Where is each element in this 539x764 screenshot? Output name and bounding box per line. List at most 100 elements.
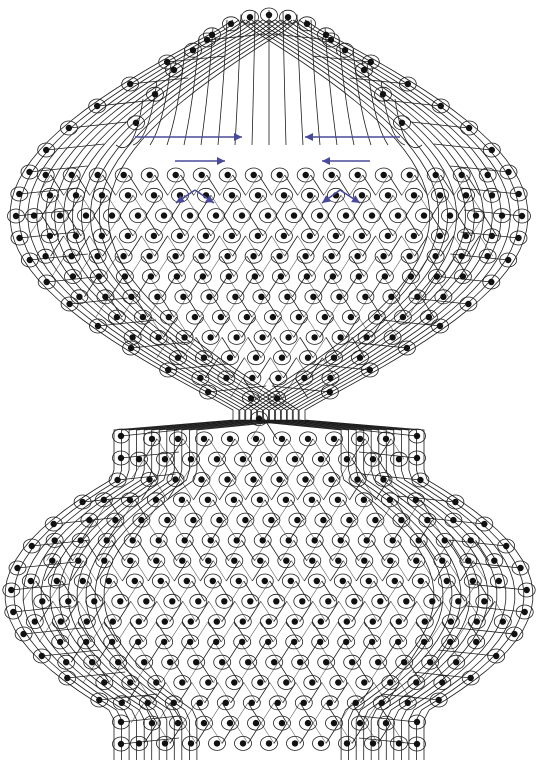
pin-dot [130,537,136,543]
pin-dot [73,233,79,239]
pin-dot [197,375,203,381]
pin-dot [398,517,404,523]
pin-dot [201,720,207,726]
thread-line [289,520,302,540]
thread-line [312,622,325,642]
pin-dot [83,212,89,218]
thread-line [200,500,213,520]
thread-line [53,601,66,621]
pin-dot [395,639,401,645]
pin-dot [305,720,311,726]
pin-dot [279,355,285,361]
pin-dot [223,375,229,381]
thread-line [146,520,159,540]
pin-dot [102,294,108,300]
thread-line [222,723,235,743]
pin-dot [463,192,469,198]
thread-line [194,175,207,195]
thread-line [64,175,77,195]
pin-dot [16,235,22,241]
thread-line [419,216,432,236]
thread-line [343,561,356,581]
thread-line [330,662,343,682]
pin-dot [115,659,121,665]
thread-line [185,195,198,215]
thread-line [153,581,166,601]
pin-dot [256,415,262,421]
pin-dot [400,314,406,320]
thread-line [338,622,351,642]
pin-dot [335,558,341,564]
pin-dot [417,477,423,483]
pin-dot [259,334,265,340]
thread-line [14,20,239,760]
pin-dot [436,697,442,703]
thread-line [331,642,344,662]
pin-dot [473,212,479,218]
pin-dot [474,618,480,624]
thread-line [172,520,185,540]
pin-dot [407,172,413,178]
arrow-head [234,133,242,141]
thread-line [239,662,252,682]
arrow-head [217,157,225,165]
thread-line [194,236,207,256]
thread-line [196,459,209,479]
thread-line [352,439,365,459]
pin-dot [257,558,263,564]
thread-line [116,236,129,256]
pin-dot [292,456,298,462]
pin-dot [57,212,63,218]
pin-dot [418,578,424,584]
pin-dot [127,558,133,564]
thread-line [148,500,161,520]
thread-line [174,561,187,581]
thread-line [226,662,239,682]
thread-line [263,216,276,236]
pin-dot [57,639,63,645]
pin-dot [201,355,207,361]
thread-line [51,175,64,195]
thread-line [335,581,348,601]
pin-dot [310,294,316,300]
thread-line [183,601,196,621]
pin-dot [236,578,242,584]
pin-dot [368,59,374,65]
thread-line [224,520,237,540]
thread-line [146,216,159,236]
thread-line [364,256,377,276]
pin-dot [213,212,219,218]
pin-dot [439,558,445,564]
pin-dot [125,192,131,198]
pin-dot [182,537,188,543]
thread-line [480,236,493,256]
pin-dot [396,740,402,746]
pin-dot [307,192,313,198]
thread-line [276,195,289,215]
pin-dot [164,517,170,523]
pin-dot [8,587,14,593]
thread-line [233,175,246,195]
pin-dot [221,598,227,604]
thread-line [116,175,129,195]
thread-line [380,520,393,540]
thread-line [196,439,209,459]
pin-dot [76,294,82,300]
pin-dot [184,578,190,584]
thread-line [261,703,274,723]
pin-dot [251,172,257,178]
pin-dot [118,719,124,725]
thread-line [365,601,378,621]
thread-line [149,642,162,662]
pin-dot [227,720,233,726]
thread-line [185,520,198,540]
thread-line [207,236,220,256]
pin-dot [101,679,107,685]
thread-line [402,175,415,195]
pin-dot [426,314,432,320]
pin-dot [333,233,339,239]
pin-dot [405,81,411,87]
pin-dot [499,212,505,218]
pin-dot [325,598,331,604]
